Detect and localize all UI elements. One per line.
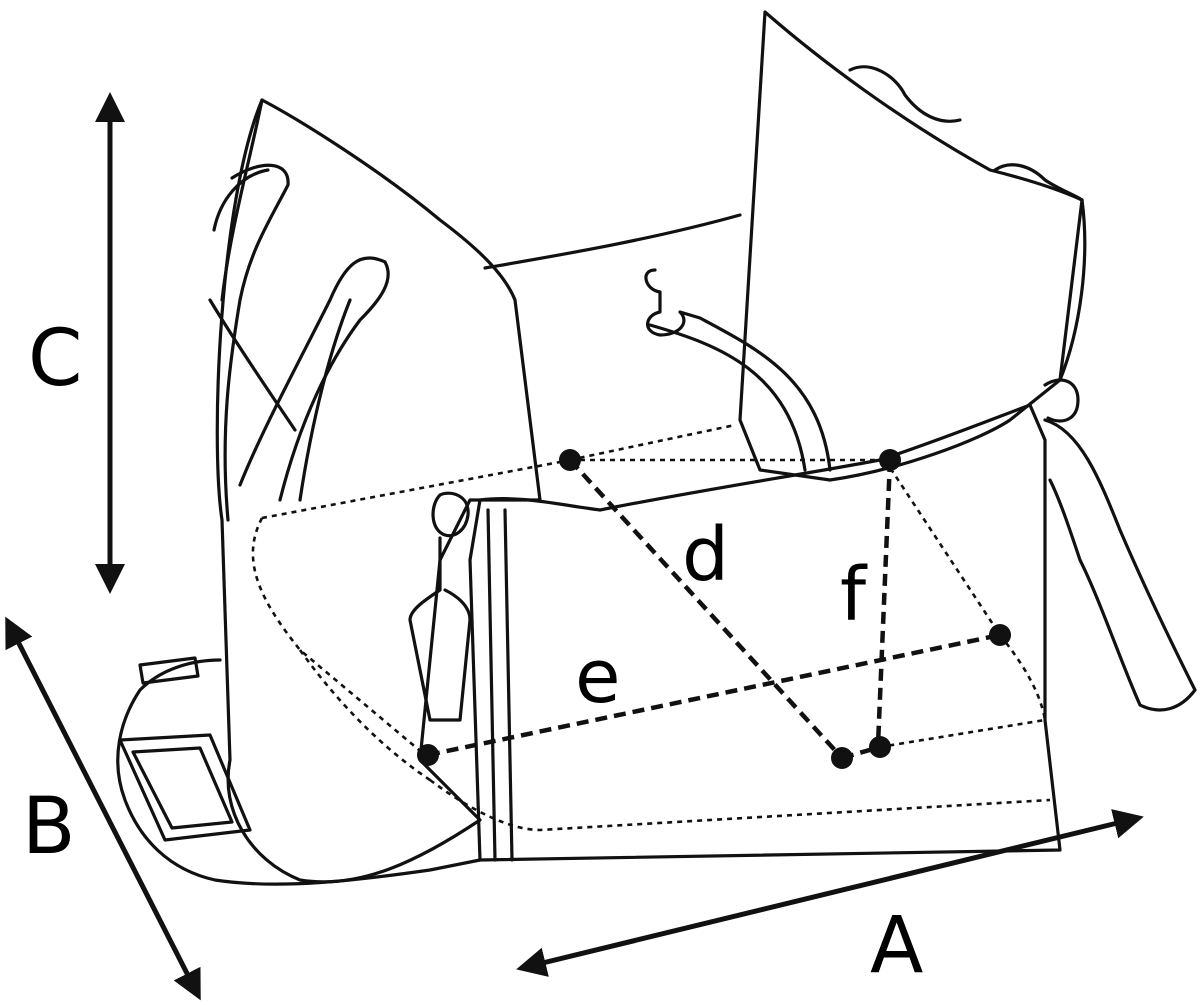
label-depth-f: f	[840, 552, 868, 638]
bag-illustration	[116, 10, 1197, 886]
measure-point	[831, 747, 853, 769]
measure-point	[559, 449, 581, 471]
measure-point	[417, 744, 439, 766]
measure-point	[879, 449, 901, 471]
width-arrow	[5, 616, 201, 1001]
dimension-line-d	[568, 458, 844, 760]
dimension-arrows	[5, 92, 1144, 1001]
label-width-b: B	[22, 782, 76, 872]
dimension-line-f	[875, 459, 893, 746]
label-diagonal-d: d	[682, 512, 729, 598]
measurement-guides	[251, 423, 1051, 832]
length-arrow	[516, 809, 1144, 977]
label-length-a: A	[870, 901, 923, 991]
label-base-e: e	[575, 634, 621, 720]
measure-point	[869, 736, 891, 758]
dimension-line-e	[427, 632, 1001, 758]
label-height-c: C	[28, 314, 82, 404]
measure-point	[989, 624, 1011, 646]
